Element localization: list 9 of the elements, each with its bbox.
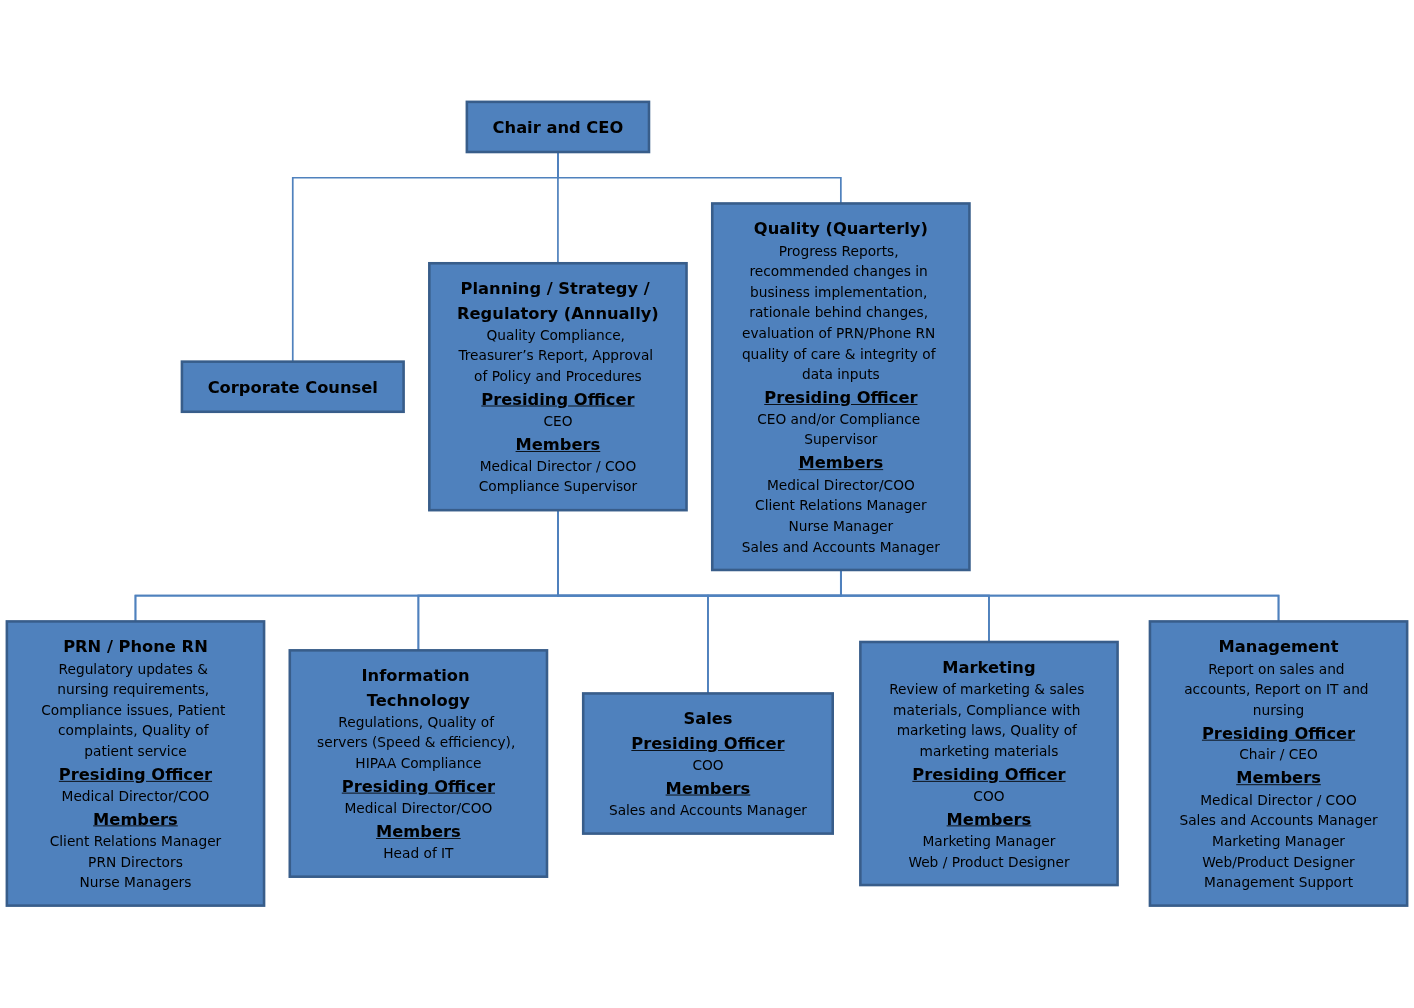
node-box: Information Technology Regulations, Quality of servers (Speed & efficiency), HIPAA Compliance Presiding Officer Medical Director/COO Members Head of IT [288,649,549,879]
node-box: Corporate Counsel [180,360,405,414]
node-box: Sales Presiding Officer COO Members Sales and Accounts Manager [581,692,834,836]
node-box: PRN / Phone RN Regulatory updates & nursing requirements, Compliance issues, Patient complaints, Quality of patient service Presiding Officer Medical Director/COO Members Client Relations Manager PRN Directors Nurse Managers [5,620,266,908]
node-box: Chair and CEO [465,100,651,154]
node-box: Planning / Strategy / Regulatory (Annually) Quality Compliance, Treasurer’s Report, Approval of Policy and Procedures Presiding Officer CEO Members Medical Director / COO Compliance Supervisor [428,262,688,512]
node-box: Management Report on sales and accounts, Report on IT and nursing Presiding Officer Chair / CEO Members Medical Director / COO Sales and Accounts Manager Marketing Manager Web/Product Designer Management Support [1148,620,1409,908]
node-box: Marketing Review of marketing & sales materials, Compliance with marketing laws, Quality of marketing materials Presiding Officer COO Members Marketing Manager Web / Product Designer [859,640,1119,887]
node-box: Quality (Quarterly) Progress Reports, recommended changes in business implementation, rationale behind changes, evaluation of PRN/Phone RN quality of care & integrity of data inputs Presiding Officer CEO and/or Compliance Supervisor Members Medical Director/COO Client Relations Manager Nurse Manager Sales and Accounts Manager [710,202,971,572]
